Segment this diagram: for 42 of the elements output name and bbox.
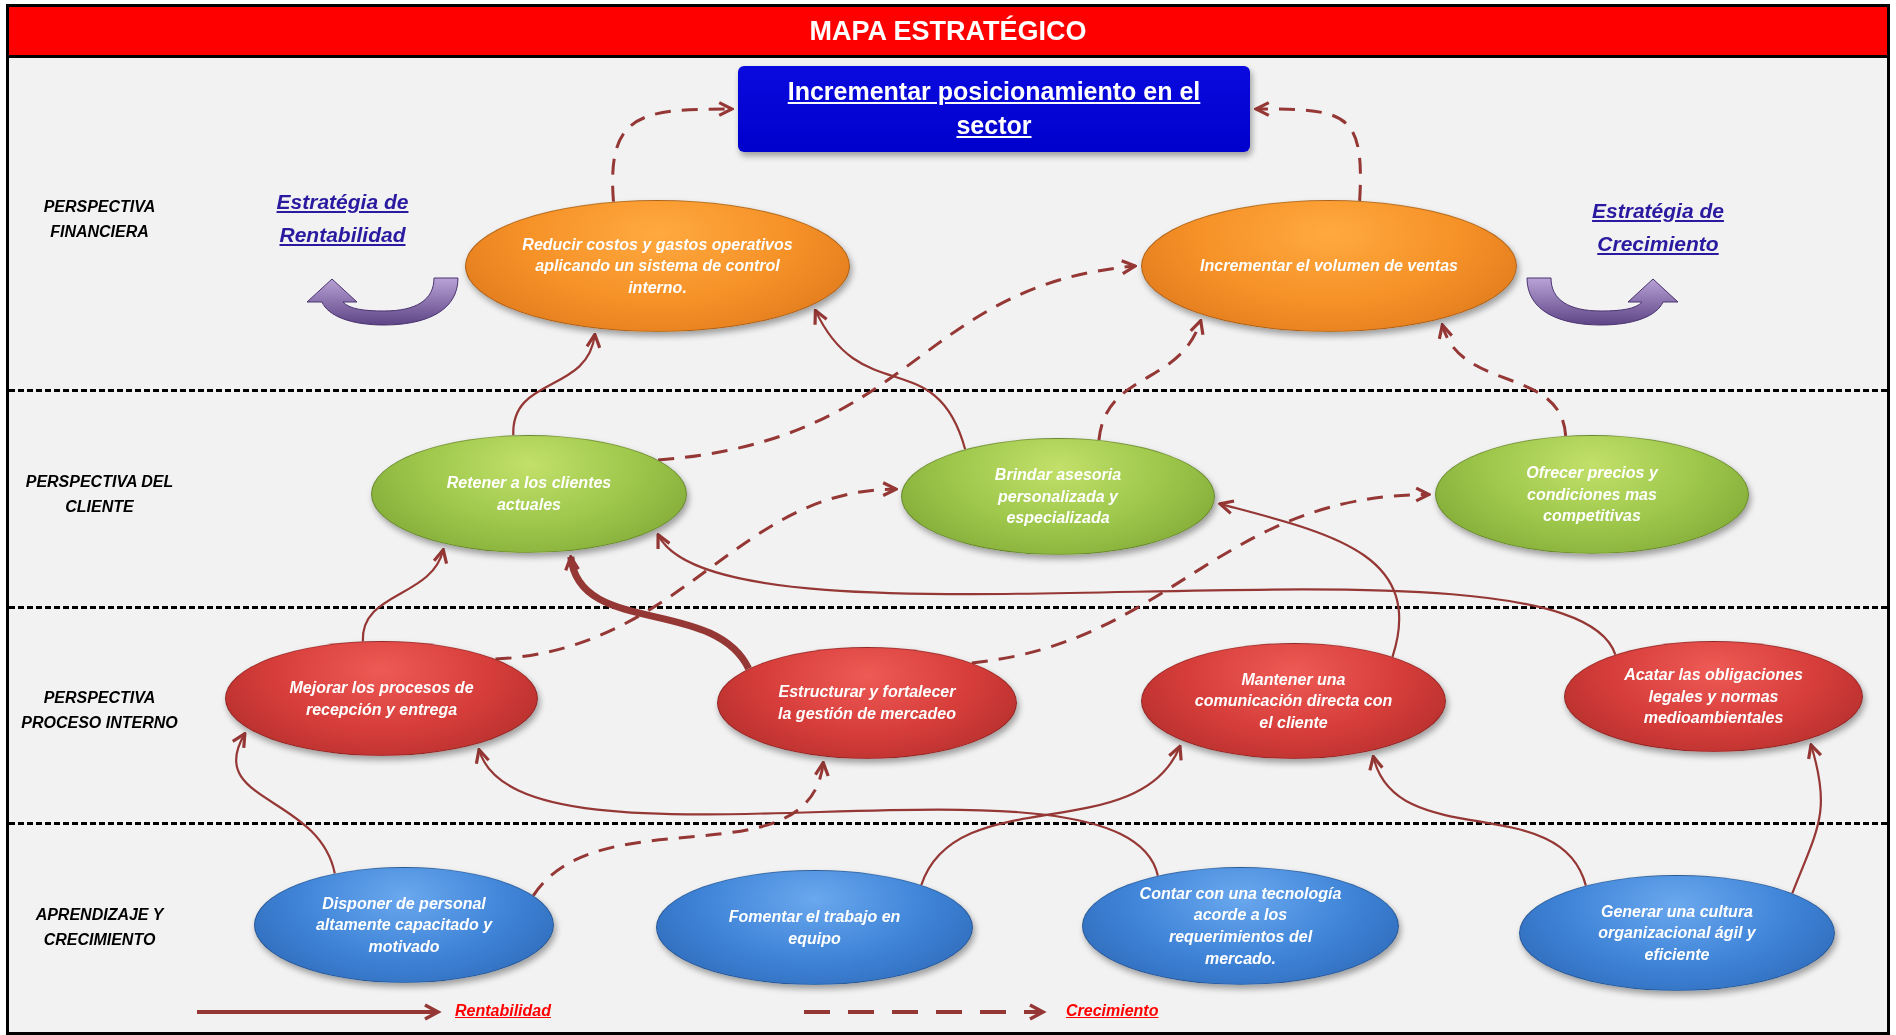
node-text: Ofrecer precios y condiciones mas competitivas bbox=[1525, 463, 1660, 527]
perspective-label: APRENDIZAJE Y CRECIMIENTO bbox=[34, 905, 166, 950]
strategy-heading: Estratégia de Crecimiento bbox=[1591, 198, 1725, 257]
arrow bbox=[477, 748, 1159, 877]
node-text: Mejorar los procesos de recepción y entrega bbox=[288, 677, 475, 720]
perspective-label: PERSPECTIVA FINANCIERA bbox=[42, 197, 157, 242]
arrow bbox=[611, 101, 734, 202]
arrow bbox=[1439, 323, 1568, 437]
legend-label: Crecimiento bbox=[1066, 1002, 1159, 1020]
node-text: Estructurar y fortalecer la gestión de mercadeo bbox=[777, 682, 957, 724]
node-text: Acatar las obligaciones legales y normas medioambientales bbox=[1623, 665, 1804, 729]
arrow bbox=[971, 487, 1431, 665]
legend-label: Rentabilidad bbox=[455, 1002, 551, 1020]
arrow bbox=[656, 533, 1617, 656]
arrow bbox=[566, 555, 752, 671]
arrow bbox=[1791, 743, 1823, 894]
arrow bbox=[361, 548, 447, 642]
node-text: Disponer de personal altamente capacitado y motivado bbox=[314, 893, 494, 957]
node-text: Brindar asesoria personalizada y especializada bbox=[993, 465, 1123, 529]
title-bar: MAPA ESTRATÉGICO bbox=[6, 4, 1890, 58]
perspective-label: PERSPECTIVA PROCESO INTERNO bbox=[20, 688, 179, 733]
objective-box bbox=[738, 66, 1250, 152]
node-text: Retener a los clientes actuales bbox=[445, 473, 613, 515]
node-text: Mantener una comunicación directa con el cliente bbox=[1194, 669, 1393, 733]
arrow bbox=[1254, 101, 1362, 201]
arrow bbox=[495, 482, 898, 661]
arrow bbox=[920, 744, 1182, 886]
node-text: Incrementar posicionamiento en el sector bbox=[786, 76, 1202, 141]
arrow bbox=[813, 308, 967, 450]
perspective-label: PERSPECTIVA DEL CLIENTE bbox=[24, 472, 175, 517]
arrow bbox=[232, 732, 336, 874]
arrow bbox=[532, 761, 828, 897]
node-text: Contar con una tecnología acorde a los requerimientos del mercado. bbox=[1138, 883, 1343, 969]
node-text: Fomentar el trabajo en equipo bbox=[727, 906, 902, 949]
node-text: Incrementar el volumen de ventas bbox=[1200, 256, 1458, 277]
arrow bbox=[657, 260, 1137, 462]
node-text: Generar una cultura organizacional ágil y eficiente bbox=[1597, 901, 1757, 965]
strategy-heading: Estratégia de Rentabilidad bbox=[275, 189, 410, 248]
node-text: Reducir costos y gastos operativos aplicando un sistema de control interno. bbox=[521, 234, 794, 298]
arrow bbox=[512, 332, 600, 436]
arrow bbox=[1370, 755, 1587, 887]
arrow bbox=[1218, 499, 1400, 658]
